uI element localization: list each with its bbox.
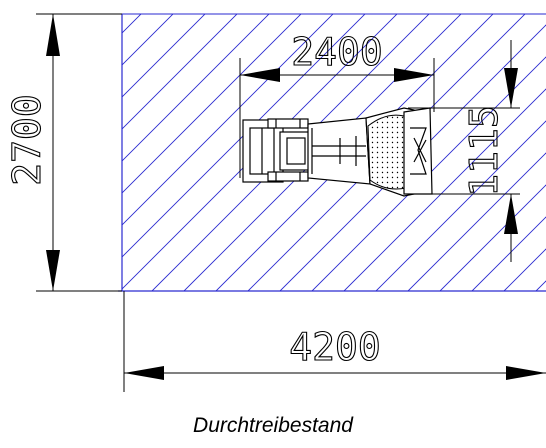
hatch-line [122,14,238,130]
hatch-line [471,216,546,291]
caption: Durchtreibestand [193,414,353,437]
dimension-depth: 2700 [4,14,60,291]
machine-clamp-top [267,118,309,129]
hatch-line [122,14,206,98]
hatch-line [122,14,174,66]
hatch-line [122,14,334,226]
hatch-line [375,120,546,291]
dimension-machine-length-label: 2400 [291,30,383,74]
hatch-line [343,88,546,291]
machine-top-view [242,107,433,197]
dimension-width-label: 4200 [289,325,381,369]
dimension-machine-length: 2400 [240,29,434,82]
dimension-depth-label: 2700 [5,94,49,186]
machine-body [307,117,371,185]
dimension-width: 4200 [124,324,546,380]
hatch-line [439,184,546,291]
machine-hopper-filling [367,114,407,190]
dimension-machine-width: 1115 [461,40,518,262]
hatch-line [407,152,546,291]
hatch-line [122,14,366,258]
dimension-machine-width-label: 1115 [462,105,506,197]
hatch-line [122,14,270,162]
machine-clamp-bottom [267,171,309,182]
hatch-line [122,14,302,194]
hatch-line [311,56,546,291]
